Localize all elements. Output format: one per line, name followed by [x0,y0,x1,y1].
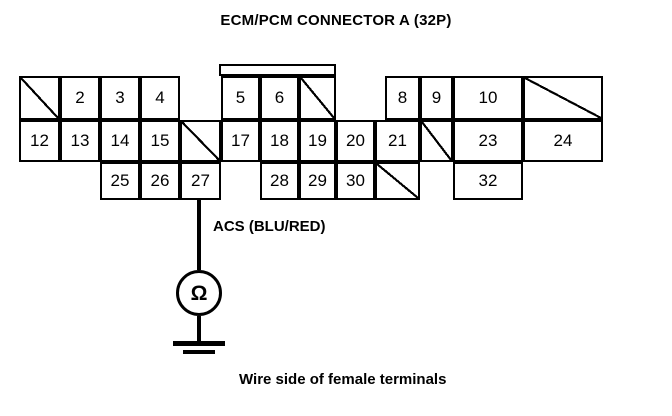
pin-cell-26[interactable]: 26 [140,162,180,200]
pin-cell-23[interactable]: 23 [453,120,523,162]
pin-cell-11[interactable] [523,76,603,120]
pin-cell-10[interactable]: 10 [453,76,523,120]
ground-symbol-bar-top [173,341,225,346]
pin-cell-2[interactable]: 2 [60,76,100,120]
pin-cell-29[interactable]: 29 [299,162,336,200]
pin-cell-5[interactable]: 5 [221,76,260,120]
ohm-glyph: Ω [190,281,208,305]
pin-cell-32[interactable]: 32 [453,162,523,200]
acs-wire-label: ACS (BLU/RED) [213,218,326,235]
pin-cell-28[interactable]: 28 [260,162,299,200]
pin-cell-15[interactable]: 15 [140,120,180,162]
pin-cell-24[interactable]: 24 [523,120,603,162]
ohmmeter-symbol: Ω [176,270,222,316]
pin-cell-22[interactable] [420,120,453,162]
pin-cell-3[interactable]: 3 [100,76,140,120]
pin-cell-13[interactable]: 13 [60,120,100,162]
pin-cell-8[interactable]: 8 [385,76,420,120]
pin-cell-14[interactable]: 14 [100,120,140,162]
wire-side-caption: Wire side of female terminals [239,371,447,388]
connector-middle-top-strip [219,64,336,76]
pin-cell-30[interactable]: 30 [336,162,375,200]
pin-cell-19[interactable]: 19 [299,120,336,162]
pin-cell-6[interactable]: 6 [260,76,299,120]
test-lead-wire-vertical [197,200,201,270]
pin-cell-17[interactable]: 17 [221,120,260,162]
pin-cell-12[interactable]: 12 [19,120,60,162]
pin-cell-21[interactable]: 21 [375,120,420,162]
pin-cell-31[interactable] [375,162,420,200]
pin-cell-27[interactable]: 27 [180,162,221,200]
pin-cell-7[interactable] [299,76,336,120]
pin-cell-9[interactable]: 9 [420,76,453,120]
ground-symbol-bar-bottom [183,350,215,354]
ground-wire-vertical [197,316,201,342]
pin-cell-18[interactable]: 18 [260,120,299,162]
pin-cell-1[interactable] [19,76,60,120]
pin-cell-20[interactable]: 20 [336,120,375,162]
pin-cell-4[interactable]: 4 [140,76,180,120]
pin-cell-16[interactable] [180,120,221,162]
page-title: ECM/PCM CONNECTOR A (32P) [220,12,452,29]
pin-cell-25[interactable]: 25 [100,162,140,200]
